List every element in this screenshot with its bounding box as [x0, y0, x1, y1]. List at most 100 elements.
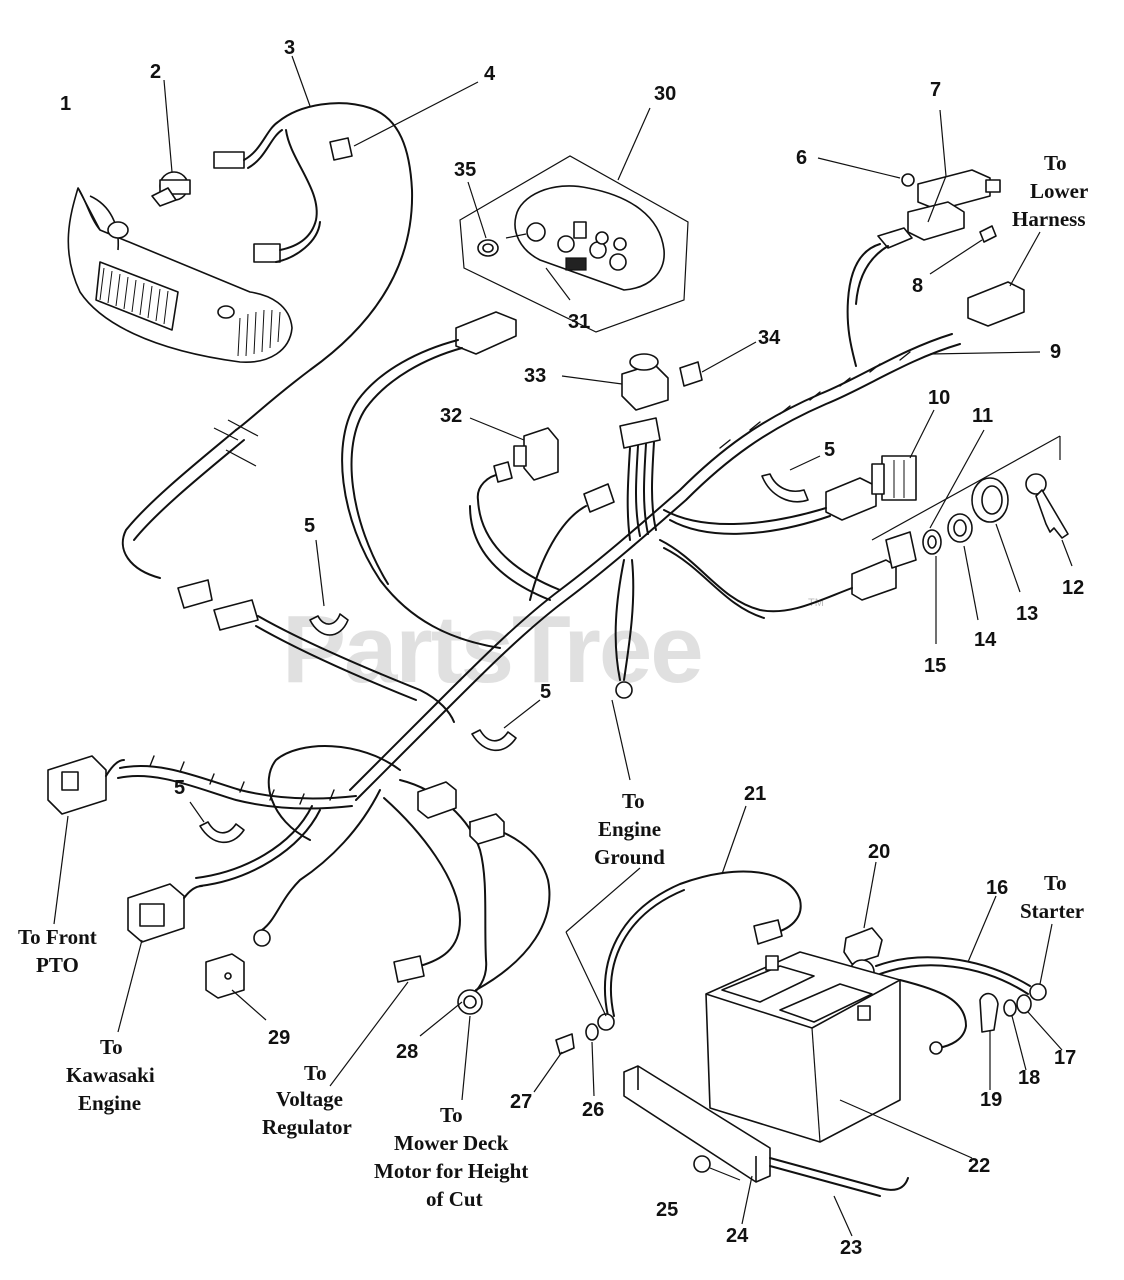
- callout-35: 35: [454, 159, 476, 181]
- part-23-rod: [769, 1157, 909, 1237]
- part-20-terminal-cover: [843, 861, 883, 965]
- note-line: Lower: [1030, 179, 1088, 203]
- note-engine-ground: To Engine Ground: [594, 789, 665, 869]
- note-starter: To Starter: [1020, 871, 1084, 923]
- part-17-nut: [1016, 994, 1063, 1051]
- callout-24: 24: [726, 1225, 749, 1247]
- part-30-dash-panel: [459, 107, 689, 333]
- callout-32: 32: [440, 405, 462, 427]
- voltage-regulator-connector: [329, 981, 409, 1087]
- note-line: To: [440, 1103, 463, 1127]
- note-line: of Cut: [426, 1187, 483, 1211]
- callout-20: 20: [868, 841, 890, 863]
- callout-5: 5: [540, 681, 551, 703]
- part-3-headlight-harness: [213, 55, 414, 431]
- callout-33: 33: [524, 365, 546, 387]
- note-front-pto: To Front PTO: [18, 925, 97, 977]
- part-34-clip: [679, 341, 757, 387]
- note-lower-harness: To Lower Harness: [1012, 151, 1088, 231]
- part-14-nut: [947, 513, 979, 621]
- note-line: Harness: [1012, 207, 1086, 231]
- part-13-bezel: [971, 477, 1021, 593]
- callout-21: 21: [744, 783, 766, 805]
- part-19-boot: [979, 992, 999, 1090]
- note-line: Starter: [1020, 899, 1084, 923]
- callout-5: 5: [174, 777, 185, 799]
- callout-17: 17: [1054, 1047, 1076, 1069]
- kawasaki-connector: [117, 883, 203, 1033]
- callout-2: 2: [150, 61, 161, 83]
- part-27-bolt: [533, 1033, 575, 1093]
- note-line: To: [622, 789, 645, 813]
- callout-3: 3: [284, 37, 295, 59]
- note-kawasaki-engine: To Kawasaki Engine: [66, 1035, 155, 1115]
- callout-23: 23: [840, 1237, 862, 1259]
- callout-27: 27: [510, 1091, 532, 1113]
- part-5-clip-a: [761, 455, 821, 503]
- part-4-clip: [329, 81, 479, 161]
- note-line: Regulator: [262, 1115, 352, 1139]
- part-15-washer: [922, 529, 942, 644]
- callout-9: 9: [1050, 341, 1061, 363]
- part-1-headlight-hood: [67, 187, 293, 363]
- note-line: PTO: [36, 953, 79, 977]
- part-33-switch: [561, 353, 669, 411]
- note-line: To: [1044, 151, 1067, 175]
- callout-25: 25: [656, 1199, 678, 1221]
- callout-8: 8: [912, 275, 923, 297]
- callout-13: 13: [1016, 603, 1038, 625]
- note-line: To: [100, 1035, 123, 1059]
- part-11-ignition-switch: [871, 429, 1061, 569]
- engine-ground-leader: [611, 699, 631, 781]
- note-line: Mower Deck: [394, 1131, 509, 1155]
- callout-10: 10: [928, 387, 950, 409]
- callout-29: 29: [268, 1027, 290, 1049]
- callout-14: 14: [974, 629, 997, 651]
- part-25-nut: [693, 1155, 741, 1181]
- part-26-washer: [585, 1023, 599, 1097]
- part-9-main-harness: [117, 227, 1025, 997]
- front-pto-connector: [47, 755, 125, 925]
- note-line: Voltage: [276, 1087, 343, 1111]
- callout-4: 4: [484, 63, 496, 85]
- part-31-indicator: [505, 233, 571, 301]
- callout-16: 16: [986, 877, 1008, 899]
- note-mower-deck: To Mower Deck Motor for Height of Cut: [374, 1103, 528, 1211]
- note-line: To Front: [18, 925, 97, 949]
- note-line: Engine: [78, 1091, 141, 1115]
- part-29-relay: [205, 929, 271, 1021]
- part-12-key: [1025, 473, 1073, 567]
- callout-5: 5: [824, 439, 835, 461]
- callout-5: 5: [304, 515, 315, 537]
- callout-7: 7: [930, 79, 941, 101]
- callout-28: 28: [396, 1041, 418, 1063]
- callout-15: 15: [924, 655, 946, 677]
- note-line: To: [1044, 871, 1067, 895]
- watermark: PartsTree: [282, 596, 702, 703]
- note-line: Ground: [594, 845, 665, 869]
- callout-31: 31: [568, 311, 590, 333]
- callout-26: 26: [582, 1099, 604, 1121]
- part-5-clip-c: [471, 699, 541, 752]
- callout-34: 34: [758, 327, 781, 349]
- part-35-plug: [467, 181, 499, 257]
- callout-1: 1: [60, 93, 71, 115]
- part-5-clip-d: [189, 801, 245, 844]
- part-10-switch: [871, 409, 935, 501]
- callout-18: 18: [1018, 1067, 1040, 1089]
- callout-12: 12: [1062, 577, 1084, 599]
- callout-11: 11: [972, 405, 993, 427]
- part-5-clip-b: [309, 539, 349, 636]
- part-32-switch: [469, 417, 559, 483]
- note-voltage-regulator: To Voltage Regulator: [262, 1061, 352, 1139]
- note-line: Motor for Height: [374, 1159, 528, 1183]
- callout-22: 22: [968, 1155, 990, 1177]
- part-24-holddown: [623, 1065, 771, 1225]
- callout-30: 30: [654, 83, 676, 105]
- note-line: To: [304, 1061, 327, 1085]
- part-8-screw: [929, 225, 997, 275]
- note-line: Engine: [598, 817, 661, 841]
- part-22-battery: [705, 951, 973, 1159]
- part-18-washer: [1003, 999, 1027, 1071]
